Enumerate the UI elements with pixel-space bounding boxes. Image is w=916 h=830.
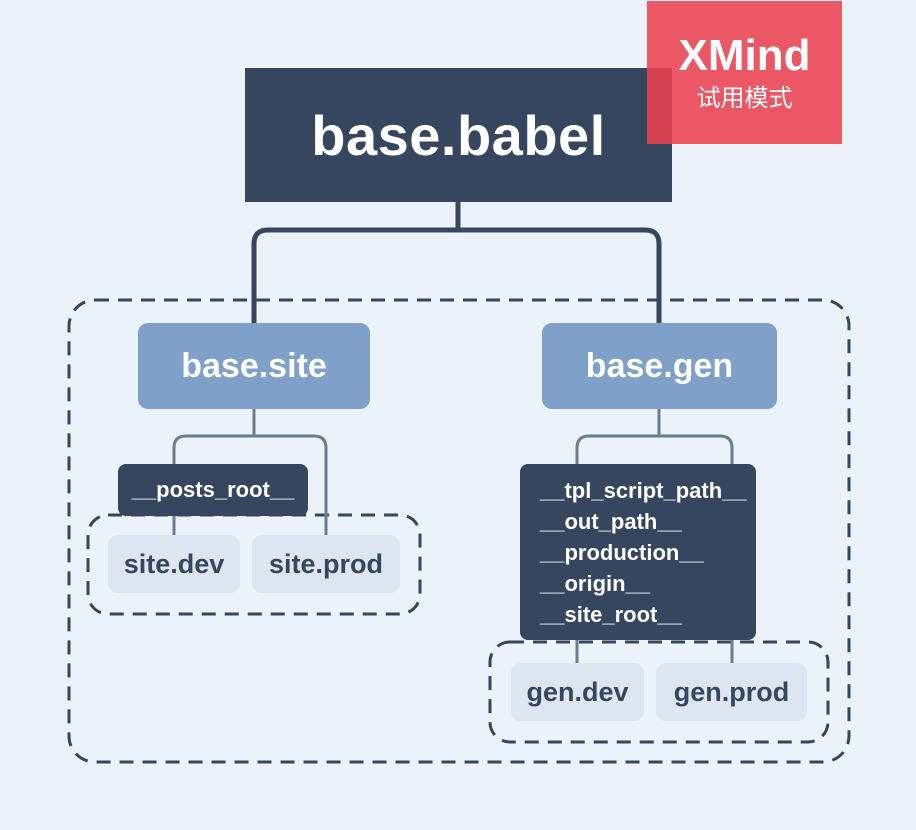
outer-boundary [67, 298, 851, 764]
gen-variable: __production__ [540, 539, 704, 565]
site-variable: __posts_root__ [131, 477, 295, 502]
site-variables-box[interactable]: __posts_root__ [118, 464, 308, 516]
gen-variable: __tpl_script_path__ [540, 477, 747, 503]
gen-variable: __site_root__ [540, 601, 682, 627]
gen-children-boundary [488, 640, 830, 744]
gen-variable: __out_path__ [540, 508, 682, 534]
gen-connector [575, 409, 734, 663]
gen-variables-box[interactable]: __tpl_script_path__ __out_path__ __produ… [520, 464, 756, 640]
watermark-mode: 试用模式 [696, 83, 793, 112]
root-connector [251, 202, 662, 323]
xmind-watermark: XMind 试用模式 [647, 1, 842, 144]
gen-variable: __origin__ [540, 570, 651, 596]
leaf-node-site-dev[interactable]: site.dev [108, 535, 240, 593]
site-connector [172, 409, 328, 535]
branch-node-site[interactable]: base.site [138, 323, 370, 409]
leaf-node-gen-prod[interactable]: gen.prod [656, 663, 807, 721]
leaf-node-site-prod[interactable]: site.prod [252, 535, 400, 593]
leaf-node-gen-dev[interactable]: gen.dev [511, 663, 644, 721]
root-node[interactable]: base.babel [245, 68, 672, 202]
branch-node-gen[interactable]: base.gen [542, 323, 777, 409]
watermark-brand: XMind [678, 30, 811, 80]
